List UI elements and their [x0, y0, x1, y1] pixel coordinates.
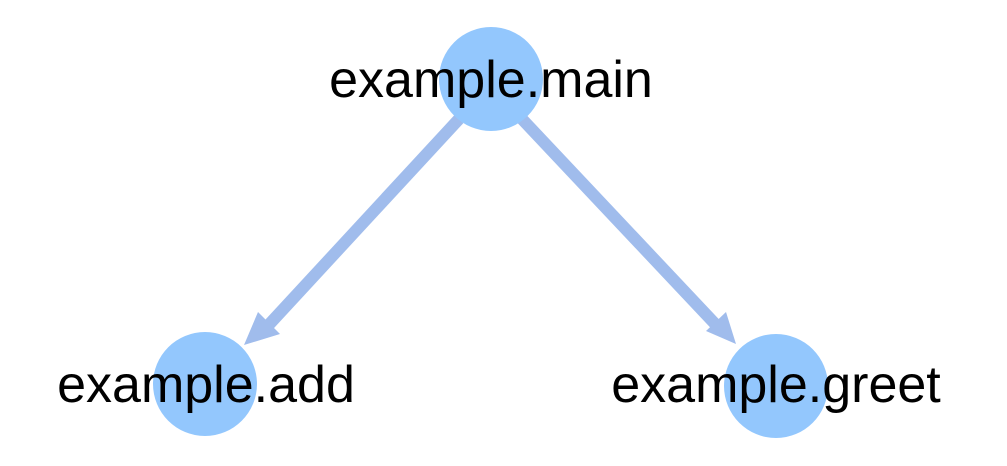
node-add-circle: [153, 332, 257, 436]
edge-main-to-add: [259, 114, 464, 335]
node-greet-circle: [724, 334, 828, 438]
edge-main-to-greet: [517, 114, 723, 332]
edge-main-to-greet-arrowhead: [706, 312, 736, 344]
edges: [244, 114, 736, 345]
node-greet[interactable]: example.greet: [611, 334, 941, 438]
node-greet-label: example.greet: [611, 356, 941, 414]
edge-main-to-add-arrowhead: [244, 312, 280, 345]
node-add-label: example.add: [57, 356, 355, 414]
node-main-circle: [439, 27, 543, 131]
node-add[interactable]: example.add: [57, 332, 355, 436]
node-main-label: example.main: [329, 51, 653, 109]
node-main[interactable]: example.main: [329, 27, 653, 131]
